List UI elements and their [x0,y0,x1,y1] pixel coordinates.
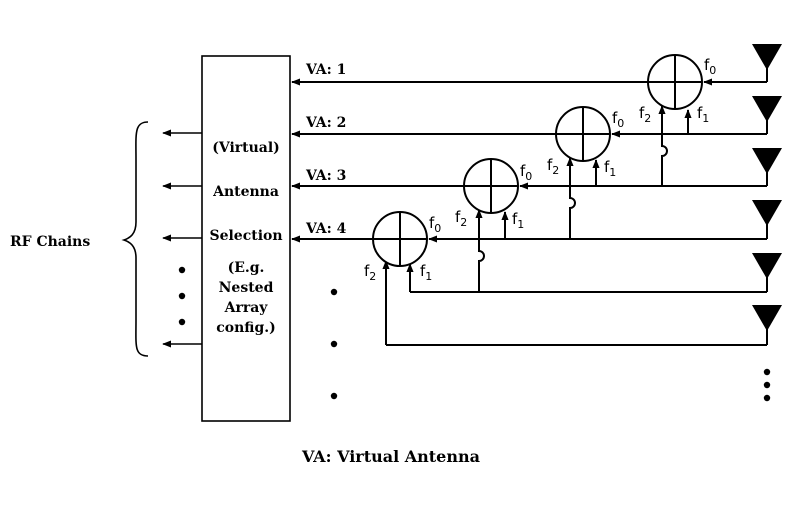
f0-label: f0 [612,109,624,130]
f0-label: f0 [520,162,532,183]
antenna-icon [752,305,782,345]
adder-input-links [382,105,692,345]
antenna-icon [752,148,782,186]
box-line-7: config.) [216,320,276,336]
selection-box-text: (Virtual) Antenna Selection (E.g. Nested… [209,140,282,336]
f0-label: f0 [429,214,441,235]
box-line-1: (Virtual) [212,140,280,156]
rf-chain-arrows [162,129,202,348]
f1-label: f1 [420,262,432,283]
va-dots [330,288,338,400]
adder-icon [555,106,611,162]
f1-label: f1 [604,158,616,179]
antenna-dots [763,368,771,402]
antenna-icon [752,253,782,292]
adder-icon [372,211,428,267]
adder-icon [463,158,519,214]
va-lines [291,78,648,243]
box-line-6: Array [224,300,269,316]
feed-lines [386,78,767,346]
brace-icon [121,121,149,357]
caption: VA: Virtual Antenna [301,447,480,466]
antenna-icon [752,200,782,239]
frequency-labels: f0 f1 f2 f0 f1 f2 f0 f1 f2 f0 f1 f2 [364,56,716,283]
adders [372,54,703,267]
f1-label: f1 [512,210,524,231]
box-line-4: (E.g. [228,260,265,276]
va-label-1: VA: 1 [305,62,346,78]
f2-label: f2 [364,262,376,283]
adder-icon [647,54,703,110]
f0-label: f0 [704,56,716,77]
va-label-2: VA: 2 [305,115,346,131]
rf-chains-label: RF Chains [10,234,90,250]
va-labels: VA: 1 VA: 2 VA: 3 VA: 4 [305,62,347,237]
antennas [752,44,782,345]
box-line-2: Antenna [212,184,279,200]
f2-label: f2 [547,156,559,177]
f2-label: f2 [455,208,467,229]
box-line-5: Nested [219,280,274,296]
va-label-3: VA: 3 [305,168,346,184]
va-label-4: VA: 4 [305,221,347,237]
antenna-icon [752,96,782,134]
antenna-icon [752,44,782,82]
f1-label: f1 [697,104,709,125]
selection-box [201,55,291,422]
box-line-3: Selection [209,228,282,244]
rf-chain-dots [178,266,186,326]
f2-label: f2 [639,104,651,125]
